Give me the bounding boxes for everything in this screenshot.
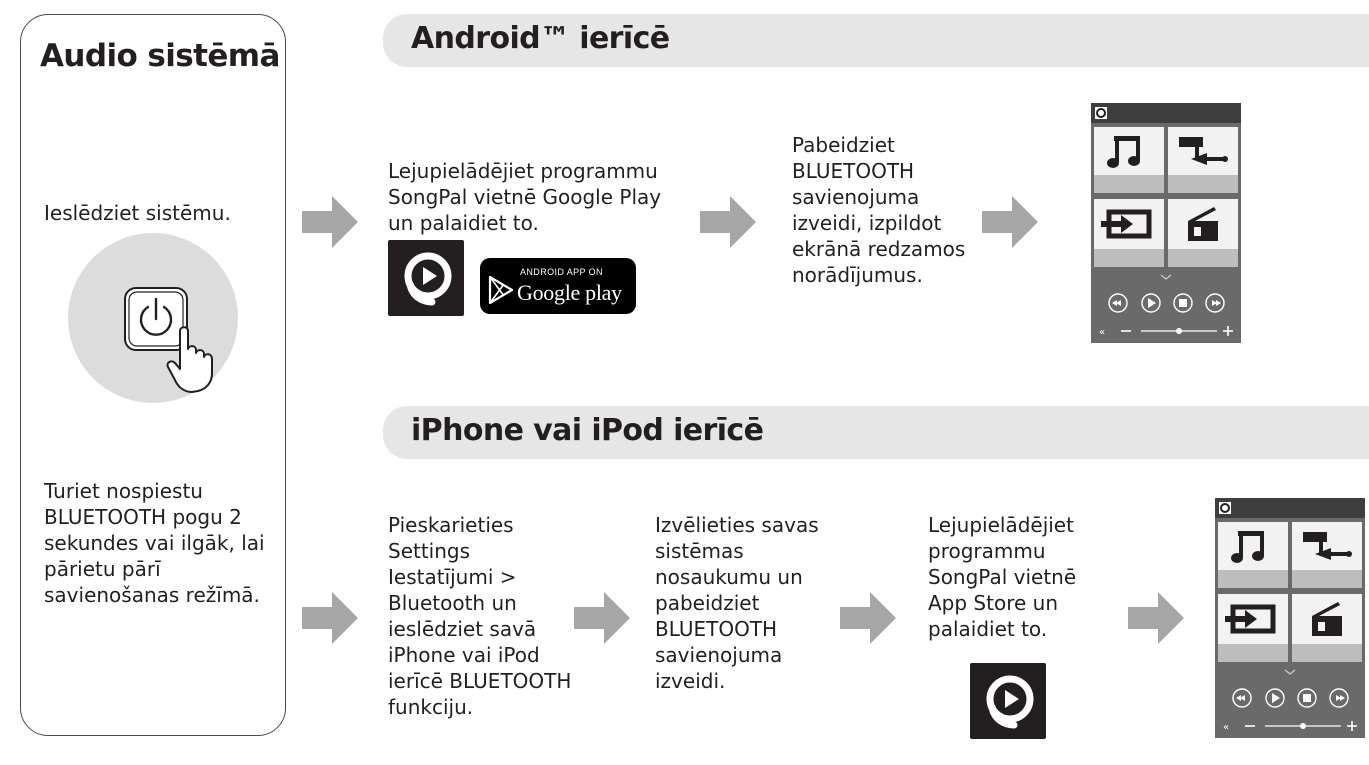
input-icon [1101, 209, 1152, 239]
google-play-badge-name: Google play [517, 280, 622, 305]
svg-text:«: « [1099, 327, 1105, 338]
radio-tile [1292, 594, 1362, 662]
play-icon [1272, 693, 1280, 703]
music-tile [1218, 522, 1288, 588]
step-power-on: Ieslēdziet sistēmu. [44, 201, 231, 225]
music-note-icon [1107, 136, 1140, 168]
android-app-screen: « [1091, 103, 1241, 343]
usb-tile [1168, 127, 1238, 193]
google-play-badge-caption: ANDROID APP ON [520, 267, 603, 277]
input-tile [1218, 594, 1288, 662]
arrow-right-icon [700, 196, 756, 248]
pointing-hand-icon [166, 326, 213, 393]
usb-icon [1303, 532, 1352, 560]
svg-text:«: « [1223, 722, 1229, 733]
ios-app-screen: « [1215, 498, 1365, 738]
power-button-icon [124, 287, 213, 393]
android-step-download: Lejupielādējiet programmu SongPal vietnē… [388, 159, 662, 235]
radio-icon [1312, 602, 1342, 636]
android-heading: Android™ ierīcē [411, 21, 670, 56]
android-section-banner: Android™ ierīcē [383, 14, 1369, 67]
arrow-right-icon [840, 592, 896, 644]
audio-system-panel [20, 14, 286, 736]
ios-heading: iPhone vai iPod ierīcē [411, 413, 764, 448]
songpal-icon[interactable] [970, 663, 1046, 739]
ios-section-banner: iPhone vai iPod ierīcē [383, 406, 1369, 459]
audio-system-title: Audio sistēmā [40, 38, 280, 74]
arrow-right-icon [1128, 592, 1184, 644]
usb-tile [1292, 522, 1362, 588]
google-play-icon [488, 276, 514, 304]
arrow-right-icon [302, 196, 358, 248]
play-icon [1148, 298, 1156, 308]
arrow-right-icon [302, 592, 358, 644]
arrow-right-icon [982, 196, 1038, 248]
radio-tile [1168, 199, 1238, 267]
radio-icon [1188, 207, 1218, 241]
input-icon [1225, 604, 1276, 634]
ios-step-enable-bluetooth: Pieskarieties Settings Iestatījumi > Blu… [388, 513, 572, 719]
power-illustration [68, 233, 238, 403]
music-note-icon [1231, 531, 1264, 563]
google-play-badge[interactable]: ANDROID APP ON Google play [480, 258, 636, 314]
input-tile [1094, 199, 1164, 267]
ios-step-select-system: Izvēlieties savas sistēmas nosaukumu un … [655, 513, 819, 693]
step-bluetooth-pairing: Turiet nospiestu BLUETOOTH pogu 2 sekund… [44, 479, 265, 607]
ios-step-download: Lejupielādējiet programmu SongPal vietnē… [928, 513, 1077, 641]
songpal-icon[interactable] [388, 240, 464, 316]
usb-icon [1179, 137, 1228, 165]
android-step-connect: Pabeidziet BLUETOOTH savienojuma izveidi… [792, 133, 966, 287]
music-tile [1094, 127, 1164, 193]
arrow-right-icon [574, 592, 630, 644]
